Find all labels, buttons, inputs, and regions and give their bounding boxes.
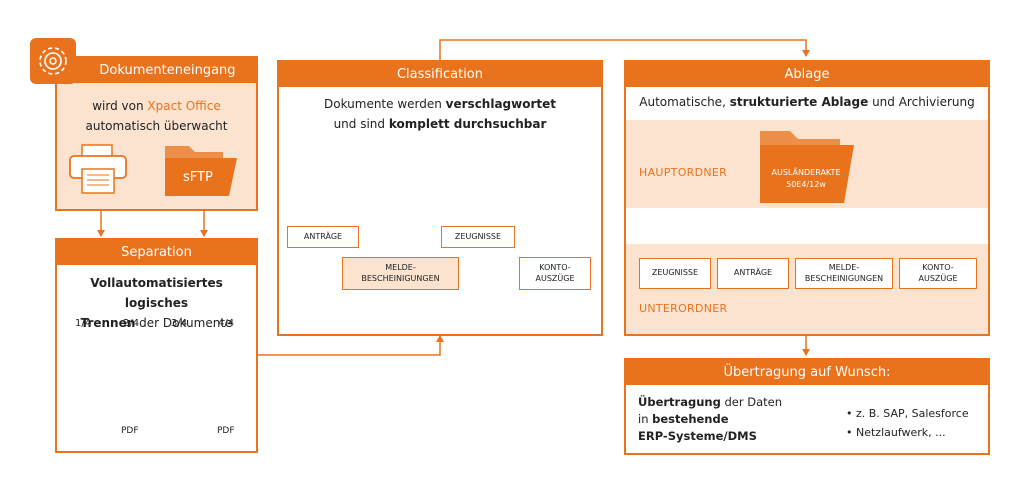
brand-name: Xpact Office xyxy=(147,99,221,113)
arrow-classification-ablage xyxy=(439,39,810,60)
page-label-1: 1/4 xyxy=(75,318,92,329)
hauptordner-label: HAUPTORDNER xyxy=(639,166,728,179)
subfolder-meldebescheinigungen: MELDE-BESCHEINIGUNGEN xyxy=(795,258,893,289)
intake-description: wird von Xpact Office automatisch überwa… xyxy=(85,99,228,133)
sftp-folder-icon: sFTP xyxy=(163,140,239,198)
ablage-description: Automatische, strukturierte Ablage und A… xyxy=(639,95,975,109)
tag-zeugnisse: ZEUGNISSE xyxy=(441,226,515,248)
tag-kontoauszuege: KONTO-AUSZÜGE xyxy=(519,257,591,290)
page-label-4: 4/4 xyxy=(218,318,235,329)
classification-title: Classification xyxy=(279,62,601,87)
transfer-panel: Übertragung auf Wunsch: Übertragung der … xyxy=(624,358,990,455)
main-folder-label: AUSLÄNDERAKTE 50E4/12w xyxy=(771,168,841,189)
unterordner-label: UNTERORDNER xyxy=(639,302,728,315)
pdf-label: PDF xyxy=(217,426,235,436)
separation-panel: Separation Vollautomatisiertes logisches… xyxy=(55,238,258,453)
separation-description: Vollautomatisiertes logisches Trennen de… xyxy=(80,276,233,330)
printer-icon xyxy=(68,143,128,195)
separation-title: Separation xyxy=(57,240,256,265)
tag-antraege: ANTRÄGE xyxy=(287,226,359,248)
tag-meldebescheinigungen: MELDE-BESCHEINIGUNGEN xyxy=(342,257,459,290)
page-label-2: 2/4 xyxy=(123,318,140,329)
main-folder-icon: AUSLÄNDERAKTE 50E4/12w xyxy=(756,125,856,205)
transfer-description: Übertragung der Daten in bestehende ERP-… xyxy=(638,395,783,443)
ablage-title: Ablage xyxy=(626,62,988,87)
subfolder-antraege: ANTRÄGE xyxy=(717,258,789,289)
transfer-title: Übertragung auf Wunsch: xyxy=(626,360,988,385)
pdf-label: PDF xyxy=(121,426,139,436)
sftp-label: sFTP xyxy=(183,170,213,185)
intake-title: Dokumenteneingang xyxy=(57,58,256,83)
classification-panel: Classification Dokumente werden verschla… xyxy=(277,60,603,336)
transfer-targets: • z. B. SAP, Salesforce • Netzlaufwerk, … xyxy=(846,407,969,439)
arrow-separation-classification xyxy=(258,335,444,356)
classification-description: Dokumente werden verschlagwortet und sin… xyxy=(323,97,557,131)
gear-icon xyxy=(30,38,76,84)
subfolder-kontoauszuege: KONTO-AUSZÜGE xyxy=(899,258,977,289)
page-label-3: 3/4 xyxy=(171,318,188,329)
subfolder-zeugnisse: ZEUGNISSE xyxy=(639,258,711,289)
